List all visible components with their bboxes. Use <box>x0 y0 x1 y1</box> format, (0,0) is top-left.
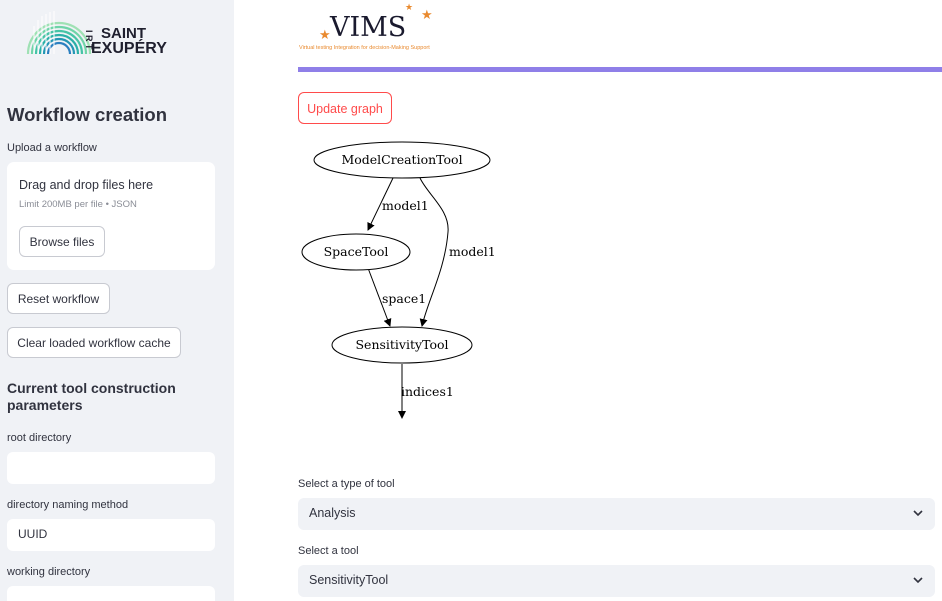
rainbow-arcs-icon <box>26 11 92 55</box>
file-dropzone[interactable]: Drag and drop files here Limit 200MB per… <box>7 162 215 270</box>
edge-label: space1 <box>382 291 426 306</box>
dropzone-text: Drag and drop files here <box>19 178 154 192</box>
header-divider <box>298 67 942 72</box>
edge-label: model1 <box>382 198 429 213</box>
workflow-graph: ModelCreationTool SpaceTool SensitivityT… <box>301 141 496 419</box>
chevron-down-icon <box>913 577 923 584</box>
sidebar-title: Workflow creation <box>7 104 168 125</box>
vims-wordmark: VIMS <box>330 12 407 43</box>
tool-label: Select a tool <box>298 545 359 557</box>
working-directory-label: working directory <box>7 566 91 578</box>
edge-label: indices1 <box>401 384 454 399</box>
node-sensitivitytool <box>331 326 473 364</box>
browse-files-button[interactable]: Browse files <box>19 226 105 257</box>
clear-cache-button[interactable]: Clear loaded workflow cache <box>7 327 181 358</box>
vims-logo: ★ ★ ★ VIMS Virtual testing Integration f… <box>297 2 477 56</box>
edge-model-to-sensitivity <box>419 177 449 327</box>
tool-select[interactable]: SensitivityTool <box>298 565 935 597</box>
main-content: ★ ★ ★ VIMS Virtual testing Integration f… <box>234 0 942 601</box>
node-label: ModelCreationTool <box>341 152 462 167</box>
logo-line2: EXUPÉRY <box>91 40 167 57</box>
tool-value: SensitivityTool <box>309 573 389 587</box>
logo-line1: SAINT <box>101 25 146 42</box>
reset-workflow-button[interactable]: Reset workflow <box>7 283 110 314</box>
node-spacetool <box>301 233 411 271</box>
naming-method-field[interactable]: UUID <box>7 519 215 551</box>
star-icon: ★ <box>319 27 331 42</box>
tool-type-value: Analysis <box>309 506 356 520</box>
irt-label: I R T <box>84 30 94 50</box>
star-icon: ★ <box>405 2 414 12</box>
vims-tagline: Virtual testing Integration for decision… <box>299 45 430 51</box>
naming-method-label: directory naming method <box>7 499 129 511</box>
tool-type-select[interactable]: Analysis <box>298 498 935 530</box>
node-label: SpaceTool <box>324 244 389 259</box>
irt-saint-exupery-logo: I R T SAINT EXUPÉRY <box>24 6 167 60</box>
edge-label: model1 <box>449 244 496 259</box>
edge-model-to-space <box>367 177 394 231</box>
root-directory-field[interactable] <box>7 452 215 484</box>
working-directory-field[interactable] <box>7 586 215 601</box>
node-label: SensitivityTool <box>355 337 448 352</box>
update-graph-button[interactable]: Update graph <box>298 92 392 124</box>
upload-label: Upload a workflow <box>7 142 97 154</box>
logo-text: SAINT EXUPÉRY <box>91 25 167 57</box>
edge-space-to-sensitivity <box>367 267 392 327</box>
root-directory-label: root directory <box>7 432 72 444</box>
tool-type-label: Select a type of tool <box>298 478 395 490</box>
node-modelcreationtool <box>313 141 491 179</box>
dropzone-limit: Limit 200MB per file • JSON <box>19 199 137 210</box>
chevron-down-icon <box>913 510 923 517</box>
sidebar: I R T SAINT EXUPÉRY Workflow creation Up… <box>0 0 234 601</box>
params-title: Current tool construction parameters <box>7 380 176 413</box>
star-icon: ★ <box>421 7 433 22</box>
